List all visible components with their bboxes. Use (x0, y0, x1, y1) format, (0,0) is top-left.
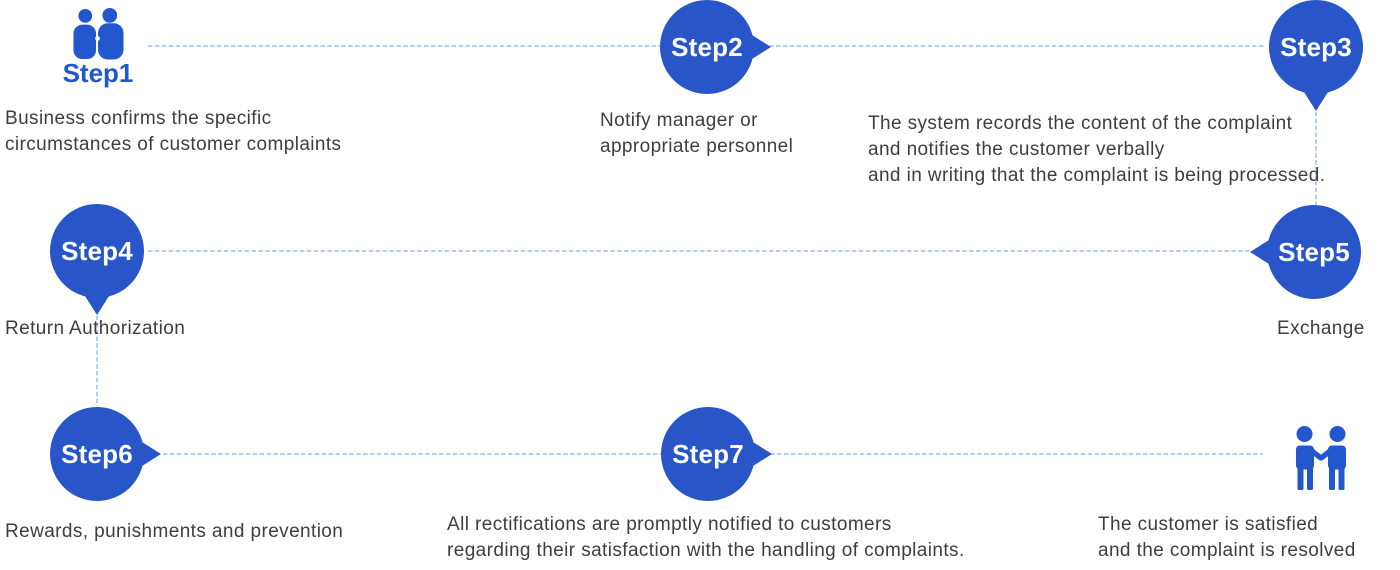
step5-node: Step5 (1267, 205, 1361, 299)
step2-label: Step2 (671, 31, 743, 62)
step5-description: Exchange (1277, 318, 1365, 339)
step3-label: Step3 (1280, 31, 1352, 62)
step1-label: Step1 (62, 58, 134, 88)
step5-label: Step5 (1278, 236, 1350, 267)
step4-node: Step4 (50, 204, 144, 298)
step7-description: All rectifications are promptly notified… (447, 514, 965, 561)
step1-description: Business confirms the specific circumsta… (5, 108, 342, 155)
step7-label: Step7 (672, 438, 744, 469)
step6-node: Step6 (50, 407, 144, 501)
step3-node: Step3 (1269, 0, 1363, 94)
step6-description: Rewards, punishments and prevention (5, 521, 344, 542)
step4-label: Step4 (61, 235, 133, 266)
two-people-icon (72, 8, 125, 61)
step7-node: Step7 (661, 407, 755, 501)
final-description: The customer is satisfied and the compla… (1098, 514, 1356, 561)
step3-description: The system records the content of the co… (868, 113, 1326, 186)
step6-label: Step6 (61, 438, 133, 469)
step4-description: Return Authorization (5, 318, 186, 339)
step2-node: Step2 (660, 0, 754, 94)
step2-description: Notify manager or appropriate personnel (600, 110, 794, 157)
handshake-icon (1288, 424, 1354, 494)
